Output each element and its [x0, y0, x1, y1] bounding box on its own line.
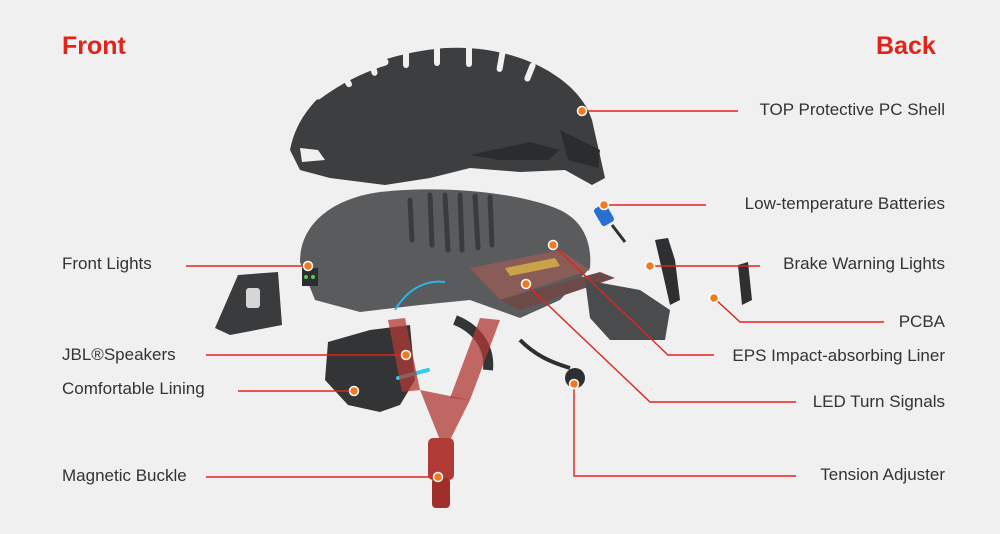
label-low-temperature-batteries: Low-temperature Batteries: [744, 194, 945, 213]
label-comfortable-lining: Comfortable Lining: [62, 379, 205, 398]
label-led-turn-signals: LED Turn Signals: [812, 392, 945, 411]
leader-lines: [186, 110, 884, 478]
label-brake-warning-lights: Brake Warning Lights: [783, 254, 945, 273]
top-shell: [290, 44, 605, 185]
chin-straps: [388, 318, 500, 508]
label-jbl-speakers: JBL®Speakers: [62, 345, 176, 364]
dot-top-shell: [576, 105, 588, 117]
back-heading: Back: [876, 32, 936, 60]
pcba-board-part: [738, 262, 752, 305]
dot-front-lights: [302, 260, 314, 272]
dot-tension-adjuster: [568, 378, 580, 390]
front-heading: Front: [62, 32, 126, 60]
leader-pcba: [713, 297, 884, 323]
leader-tension-adjuster: [573, 384, 796, 477]
dot-magnetic-buckle: [432, 471, 444, 483]
label-tension-adjuster: Tension Adjuster: [820, 465, 945, 484]
dot-led-turn-signals: [520, 278, 532, 290]
rear-cover: [585, 280, 670, 340]
leader-eps-liner: [552, 244, 714, 356]
label-magnetic-buckle: Magnetic Buckle: [62, 466, 187, 485]
brake-light-part: [655, 238, 680, 305]
label-eps-impact-absorbing-liner: EPS Impact-absorbing Liner: [732, 346, 945, 365]
label-top-protective-pc-shell: TOP Protective PC Shell: [759, 100, 945, 119]
callout-dots: [302, 105, 720, 483]
battery-part: [594, 203, 614, 227]
dot-batteries: [598, 199, 610, 211]
dot-pcba: [708, 292, 720, 304]
dot-eps-liner: [547, 239, 559, 251]
dot-jbl-speakers: [400, 349, 412, 361]
label-pcba: PCBA: [898, 312, 945, 331]
dot-comfortable-lining: [348, 385, 360, 397]
dot-brake-lights: [644, 260, 656, 272]
leader-led-turn-signals: [525, 283, 796, 403]
label-front-lights: Front Lights: [62, 254, 152, 273]
comfort-lining: [325, 325, 415, 412]
